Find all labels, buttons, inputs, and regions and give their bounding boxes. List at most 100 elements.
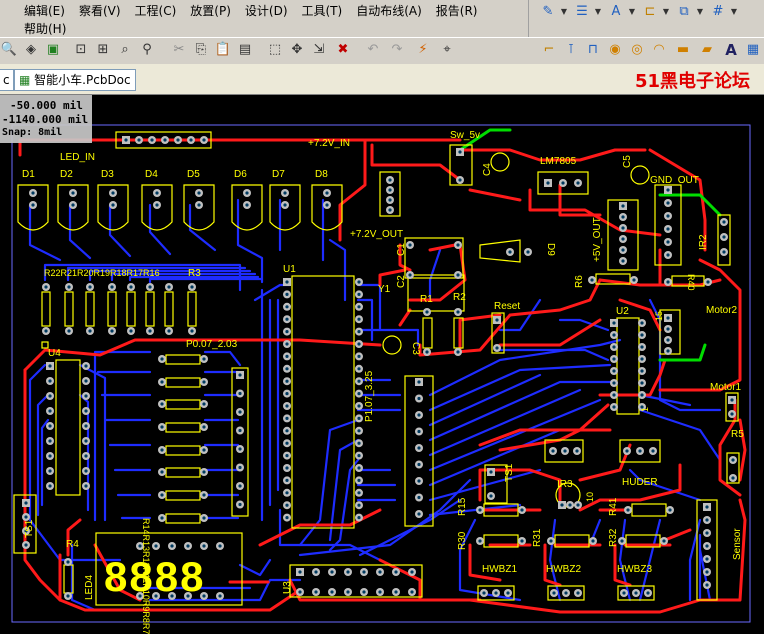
menu-autoroute[interactable]: 自动布线(A) [356,4,422,18]
dropdown-arrow-icon[interactable]: ▼ [696,7,704,16]
rubber-stamp-icon[interactable]: ▤ [238,42,252,57]
menu-edit[interactable]: 编辑(E) [24,4,65,18]
magic-wand-icon[interactable]: ⚡ [418,42,428,57]
pad-hole [612,405,616,409]
pcb-canvas[interactable]: 8888 LED_IN D1 D2 D3 D4 D5 D6 D7 D8 R22R… [0,95,764,634]
pad-hole [408,243,412,247]
pad-hole [489,470,493,474]
multi-route-icon[interactable]: ⊓ [587,42,599,57]
tab-previous-document[interactable]: c [0,69,14,91]
zoom-area-icon[interactable]: ⊞ [97,42,109,57]
pad-hole [666,201,670,205]
select-icon[interactable]: ⇲ [313,42,325,57]
pad-hole [621,237,625,241]
pad-hole [731,476,735,480]
grid-icon[interactable]: ▦ [746,42,760,57]
pad-hole [357,317,361,321]
menu-project[interactable]: 工程(C) [134,4,177,18]
pad-hole [330,590,334,594]
align-icon[interactable]: ☰ [576,4,588,19]
redo-icon[interactable]: ↷ [391,42,403,57]
pad-hole [111,203,115,207]
layers-icon[interactable]: ◈ [26,42,36,57]
pad-hole [48,409,52,413]
paste-icon[interactable]: 📋 [214,42,232,57]
label-d4: D4 [145,169,158,180]
cut-icon[interactable]: ✂ [173,42,185,57]
label-u2: U2 [616,306,629,317]
dropdown-arrow-icon[interactable]: ▼ [628,7,636,16]
text-icon[interactable]: A [611,4,621,19]
label-hwbz1: HWBZ1 [482,564,517,575]
select-area-icon[interactable]: ⬚ [268,42,282,57]
pad-hole [160,493,164,497]
room-icon[interactable]: ⊏ [644,4,656,19]
pad-hole [520,539,524,543]
pad-hole [167,285,171,289]
zoom-selected-icon[interactable]: ⌕ [121,42,129,57]
undo-icon[interactable]: ↶ [367,42,379,57]
pad-hole [705,583,709,587]
dropdown-arrow-icon[interactable]: ▼ [560,7,568,16]
pad-hole [238,447,242,451]
pad-hole [31,191,35,195]
pad-hole [612,345,616,349]
string-icon[interactable]: A [725,41,737,59]
pad-hole [357,466,361,470]
fill-icon[interactable]: ▬ [676,42,690,57]
pad-hole [612,321,616,325]
deselect-icon[interactable]: ✖ [337,42,349,57]
pad-hole [84,469,88,473]
dropdown-arrow-icon[interactable]: ▼ [594,7,602,16]
pcb-board[interactable]: 8888 LED_IN D1 D2 D3 D4 D5 D6 D7 D8 R22R… [0,95,764,634]
pad-hole [357,516,361,520]
pad-hole [186,544,190,548]
board-icon[interactable]: ▣ [46,42,60,57]
label-pin-15: 15 [654,311,664,321]
dropdown-arrow-icon[interactable]: ▼ [730,7,738,16]
find-icon[interactable]: ⌖ [443,42,451,57]
label-r31: R31 [532,528,543,547]
pad-hole [24,501,28,505]
pencil-icon[interactable]: ✎ [542,4,554,19]
copy-icon[interactable]: ⎘ [195,42,207,57]
menu-place[interactable]: 放置(P) [190,4,231,18]
diff-pair-icon[interactable]: ⊺ [567,42,575,57]
menu-reports[interactable]: 报告(R) [435,4,478,18]
pad-hole [285,305,289,309]
arc-icon[interactable]: ◠ [653,42,665,57]
pad-hole [84,364,88,368]
pad-hole [160,380,164,384]
pad-hole [357,392,361,396]
label-u4: U4 [48,348,61,359]
zoom-fit-icon[interactable]: ⊡ [75,42,87,57]
move-icon[interactable]: ✥ [291,42,303,57]
pad-hole [48,439,52,443]
polygon-icon[interactable]: ▰ [702,42,712,57]
dropdown-arrow-icon[interactable]: ▼ [662,7,670,16]
zoom-component-icon[interactable]: ⚲ [142,42,152,57]
interactive-route-icon[interactable]: ⌐ [543,42,555,57]
pad-hole [285,429,289,433]
zoom-icon[interactable]: 🔍 [0,42,18,57]
layer-icon[interactable]: ⧉ [679,4,689,19]
label-d9: D9 [545,243,556,256]
tab-pcb-document[interactable]: ▦ 智能小车.PcbDoc [14,69,136,91]
pad-hole [186,594,190,598]
via-icon[interactable]: ◎ [631,42,643,57]
seven-segment-display: 8888 [104,553,205,600]
main-toolbar: 🔍 ◈ ▣ ⊡ ⊞ ⌕ ⚲ ✂ ⎘ 📋 ▤ ⬚ ✥ ⇲ ✖ ↶ ↷ ⚡ ⌖ ⌐ … [0,37,764,65]
pad-hole [176,138,180,142]
grid-icon[interactable]: # [712,4,724,19]
menu-tools[interactable]: 工具(T) [301,4,343,18]
label-5v-out: +5V_OUT [592,217,603,262]
menu-view[interactable]: 察看(V) [78,4,121,18]
pad-hole [576,591,580,595]
menu-design[interactable]: 设计(D) [244,4,288,18]
label-c1: C1 [396,243,407,256]
pad-hole [478,508,482,512]
silkscreen-labels: LED_IN D1 D2 D3 D4 D5 D6 D7 D8 R22R21R20… [22,130,744,575]
menu-help[interactable]: 帮助(H) [24,22,67,36]
pad-icon[interactable]: ◉ [609,42,621,57]
pad-hole [150,138,154,142]
